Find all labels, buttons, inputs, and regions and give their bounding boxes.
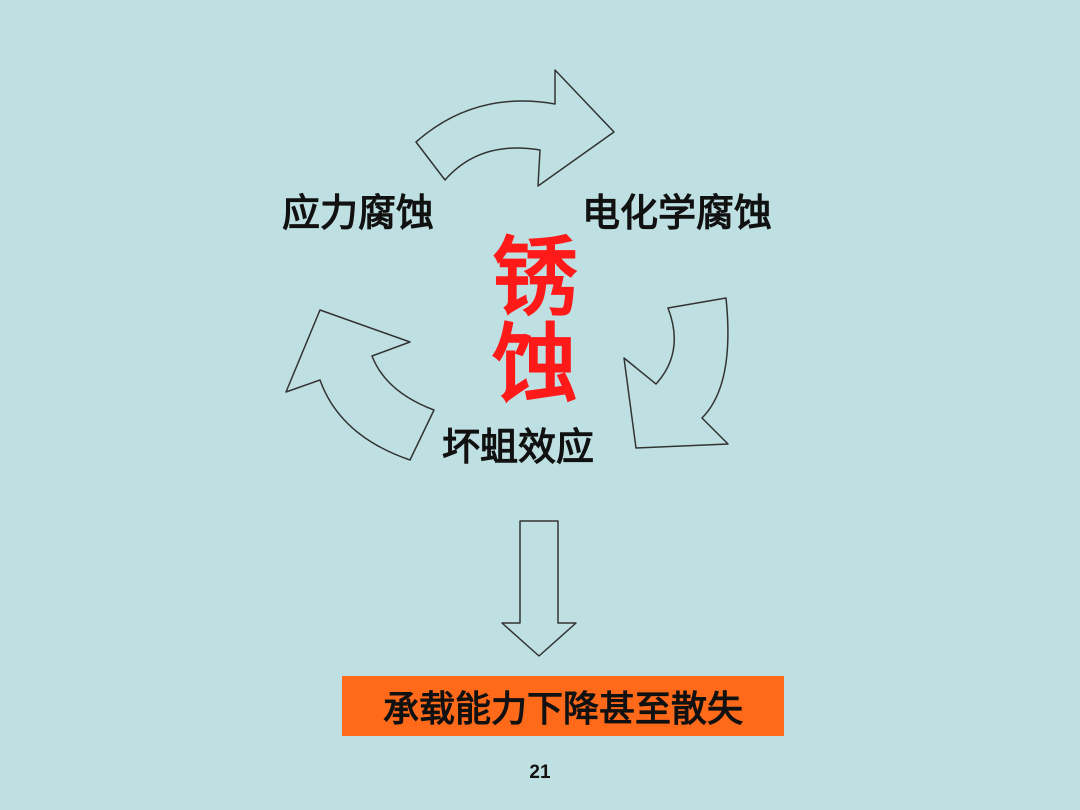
electrochemical-corrosion-label: 电化学腐蚀 [582, 191, 773, 235]
center-title-char-rust: 锈 [492, 228, 578, 328]
result-box: 承载能力下降甚至散失 [342, 676, 784, 736]
stress-corrosion-label: 应力腐蚀 [282, 191, 435, 235]
result-text: 承载能力下降甚至散失 [382, 689, 743, 730]
necrosis-effect-label: 坏蛆效应 [442, 425, 595, 469]
page-number: 21 [529, 762, 551, 783]
center-title-char-erosion: 蚀 [492, 315, 578, 415]
right-curved-arrow-icon [623, 297, 729, 449]
top-curved-arrow-icon [415, 69, 615, 187]
down-arrow-icon [501, 520, 577, 657]
left-curved-arrow-icon [285, 309, 435, 461]
